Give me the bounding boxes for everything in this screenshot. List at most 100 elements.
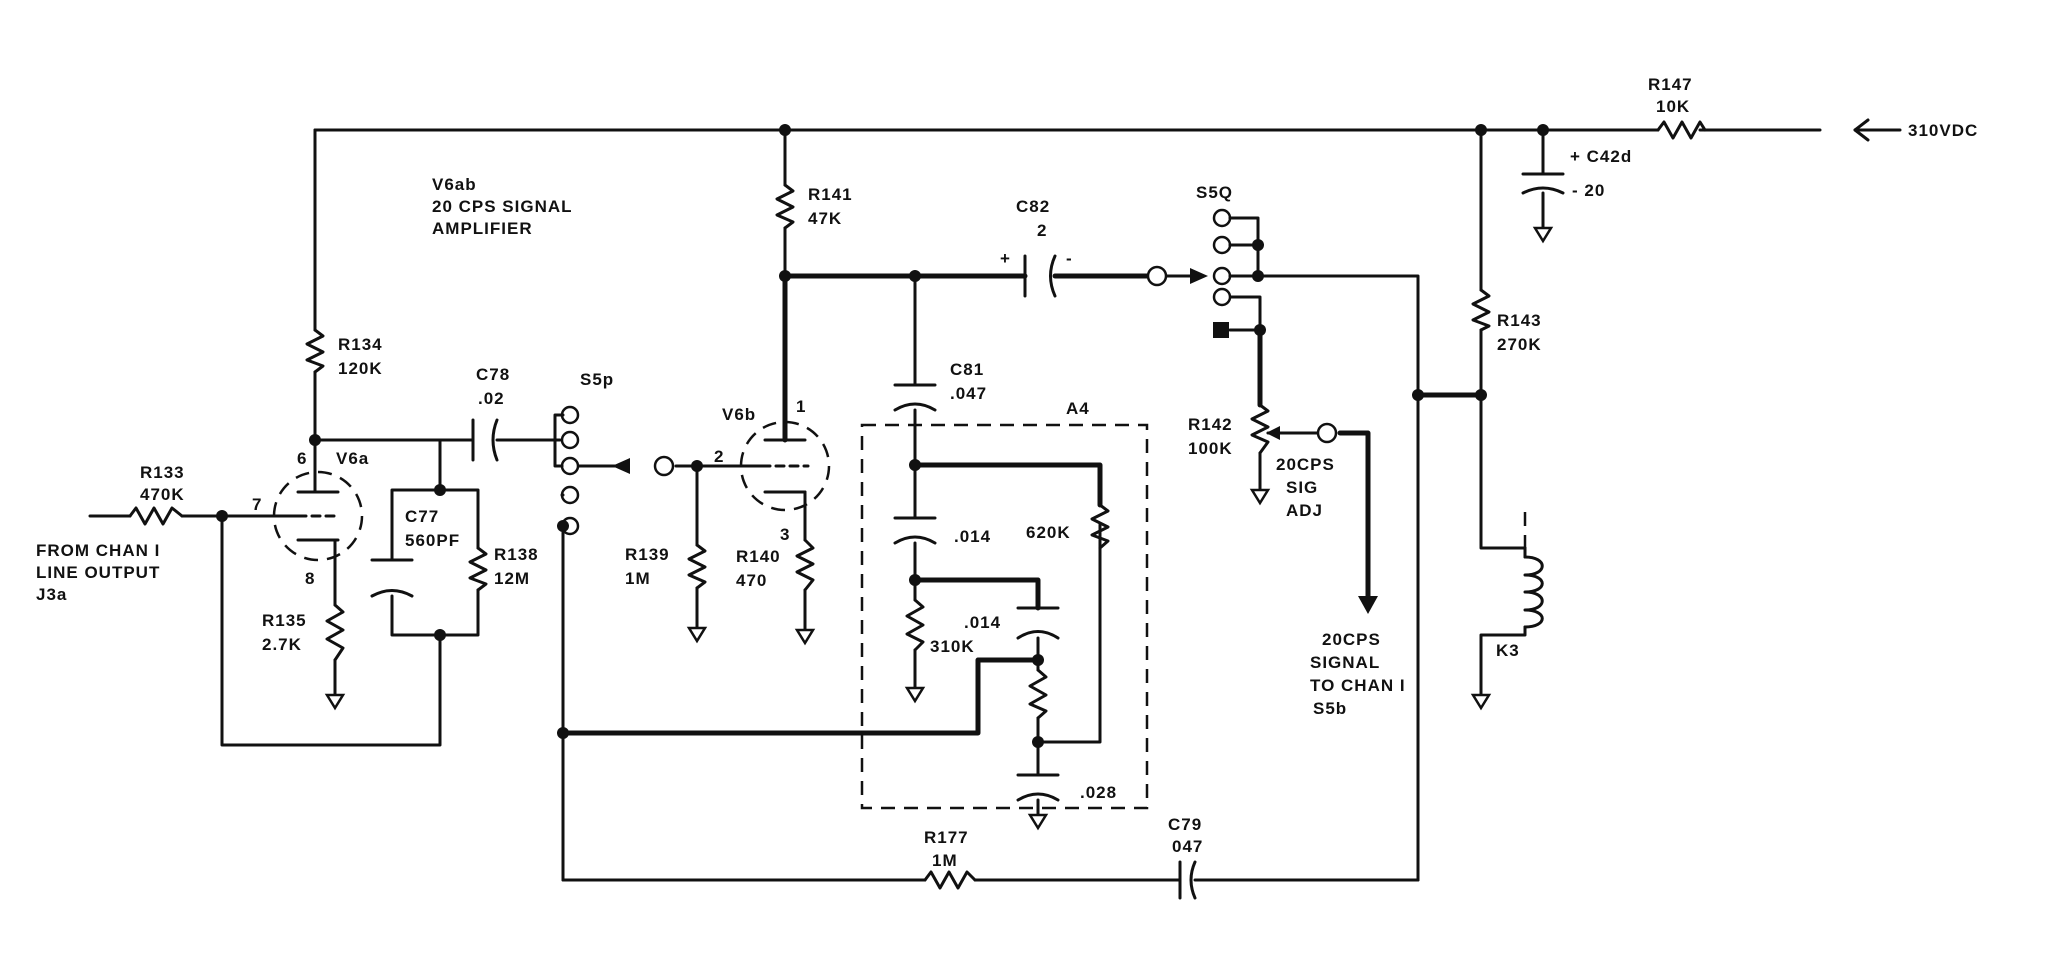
tube-v6a (272, 438, 364, 562)
resistors (128, 120, 1707, 890)
ground-c42d (1532, 226, 1554, 244)
capacitor-a4-upper (893, 516, 937, 545)
a4-label: A4 (1066, 399, 1090, 418)
ground-r142 (1249, 488, 1271, 506)
s5q-label: S5Q (1196, 183, 1233, 202)
title-line3: AMPLIFIER (432, 219, 533, 238)
r142-value: 100K (1188, 439, 1233, 458)
ground-r135 (324, 693, 346, 711)
r135-ref: R135 (262, 611, 307, 630)
r141-ref: R141 (808, 185, 853, 204)
supply-arrow (1853, 118, 1902, 142)
ground-r140 (794, 628, 816, 646)
supply-label: 310VDC (1908, 121, 1978, 140)
capacitors (370, 172, 1565, 900)
tube-v6b (739, 420, 831, 512)
labels: V6ab 20 CPS SIGNAL AMPLIFIER FROM CHAN I… (36, 75, 1978, 870)
capacitor-a4-middle (1016, 606, 1060, 640)
output-line3: TO CHAN I (1310, 676, 1406, 695)
c77-value: 560PF (405, 531, 460, 550)
output-line4: S5b (1313, 699, 1347, 718)
switch-s5p (553, 405, 675, 536)
c82-minus: - (1066, 249, 1073, 268)
c78-ref: C78 (476, 365, 510, 384)
tube-v6a-plate: 6 (297, 449, 307, 468)
a4-c-lower: .028 (1080, 783, 1117, 802)
resistor-r134 (305, 328, 325, 374)
c82-ref: C82 (1016, 197, 1050, 216)
c79-value: 047 (1172, 837, 1203, 856)
relay-k3-coil (1523, 512, 1544, 629)
relay-k3-label: K3 (1496, 641, 1520, 660)
resistor-r140 (795, 538, 815, 592)
c81-value: .047 (950, 384, 987, 403)
capacitor-a4-lower (1016, 773, 1060, 802)
wiring (88, 128, 1822, 882)
capacitor-c42d (1521, 172, 1565, 195)
capacitor-c82 (1023, 254, 1057, 298)
resistor-r142 (1250, 403, 1270, 455)
resistor-r177 (923, 870, 977, 890)
a4-r-upper: 620K (1026, 523, 1071, 542)
adjust-line2: SIG (1286, 478, 1318, 497)
resistor-310k (905, 598, 925, 652)
tube-v6a-name: V6a (336, 449, 369, 468)
output-line1: 20CPS (1322, 630, 1381, 649)
input-line3: J3a (36, 585, 67, 604)
resistor-r135 (325, 603, 345, 662)
switch-s5q (1146, 208, 1260, 338)
r142-ref: R142 (1188, 415, 1233, 434)
input-line2: LINE OUTPUT (36, 563, 160, 582)
r147-value: 10K (1656, 97, 1690, 116)
capacitor-c77 (370, 558, 414, 598)
output-arrow (1358, 596, 1378, 614)
c82-value: 2 (1037, 221, 1047, 240)
junctions (216, 124, 1549, 748)
r140-value: 470 (736, 571, 767, 590)
ground-r139 (686, 626, 708, 644)
c79-ref: C79 (1168, 815, 1202, 834)
r135-value: 2.7K (262, 635, 302, 654)
resistor-620k (1090, 503, 1110, 550)
ground-310k (904, 686, 926, 704)
r140-ref: R140 (736, 547, 781, 566)
tube-v6b-plate: 1 (796, 397, 806, 416)
s5p-label: S5p (580, 370, 614, 389)
r141-value: 47K (808, 209, 842, 228)
r143-ref: R143 (1497, 311, 1542, 330)
output-terminal (1316, 422, 1338, 444)
adjust-line1: 20CPS (1276, 455, 1335, 474)
c82-plus: + (1000, 249, 1011, 268)
a4-c-middle: .014 (964, 613, 1001, 632)
adjust-line3: ADJ (1286, 501, 1323, 520)
r133-ref: R133 (140, 463, 185, 482)
tube-v6a-grid: 7 (252, 495, 262, 514)
network-a4-box (860, 423, 1149, 810)
a4-c-upper: .014 (954, 527, 991, 546)
tube-v6b-cathode: 3 (780, 525, 790, 544)
ground-k3 (1470, 693, 1492, 711)
r134-value: 120K (338, 359, 383, 378)
capacitor-c79 (1178, 860, 1197, 900)
resistor-r143 (1471, 288, 1491, 332)
resistor-a4-lower (1028, 668, 1048, 720)
r138-ref: R138 (494, 545, 539, 564)
r133-value: 470K (140, 485, 185, 504)
r138-value: 12M (494, 569, 530, 588)
r177-ref: R177 (924, 828, 969, 847)
capacitor-c81 (893, 383, 937, 412)
r134-ref: R134 (338, 335, 383, 354)
r143-value: 270K (1497, 335, 1542, 354)
grounds (324, 226, 1554, 831)
r147-ref: R147 (1648, 75, 1693, 94)
title-line2: 20 CPS SIGNAL (432, 197, 573, 216)
c42d-value: - 20 (1572, 181, 1605, 200)
tube-v6b-grid: 2 (714, 447, 724, 466)
r139-ref: R139 (625, 545, 670, 564)
c42d-ref: + C42d (1570, 147, 1632, 166)
pot-wiper-arrowhead (1266, 426, 1280, 440)
title-line1: V6ab (432, 175, 477, 194)
c77-ref: C77 (405, 507, 439, 526)
output-line2: SIGNAL (1310, 653, 1380, 672)
